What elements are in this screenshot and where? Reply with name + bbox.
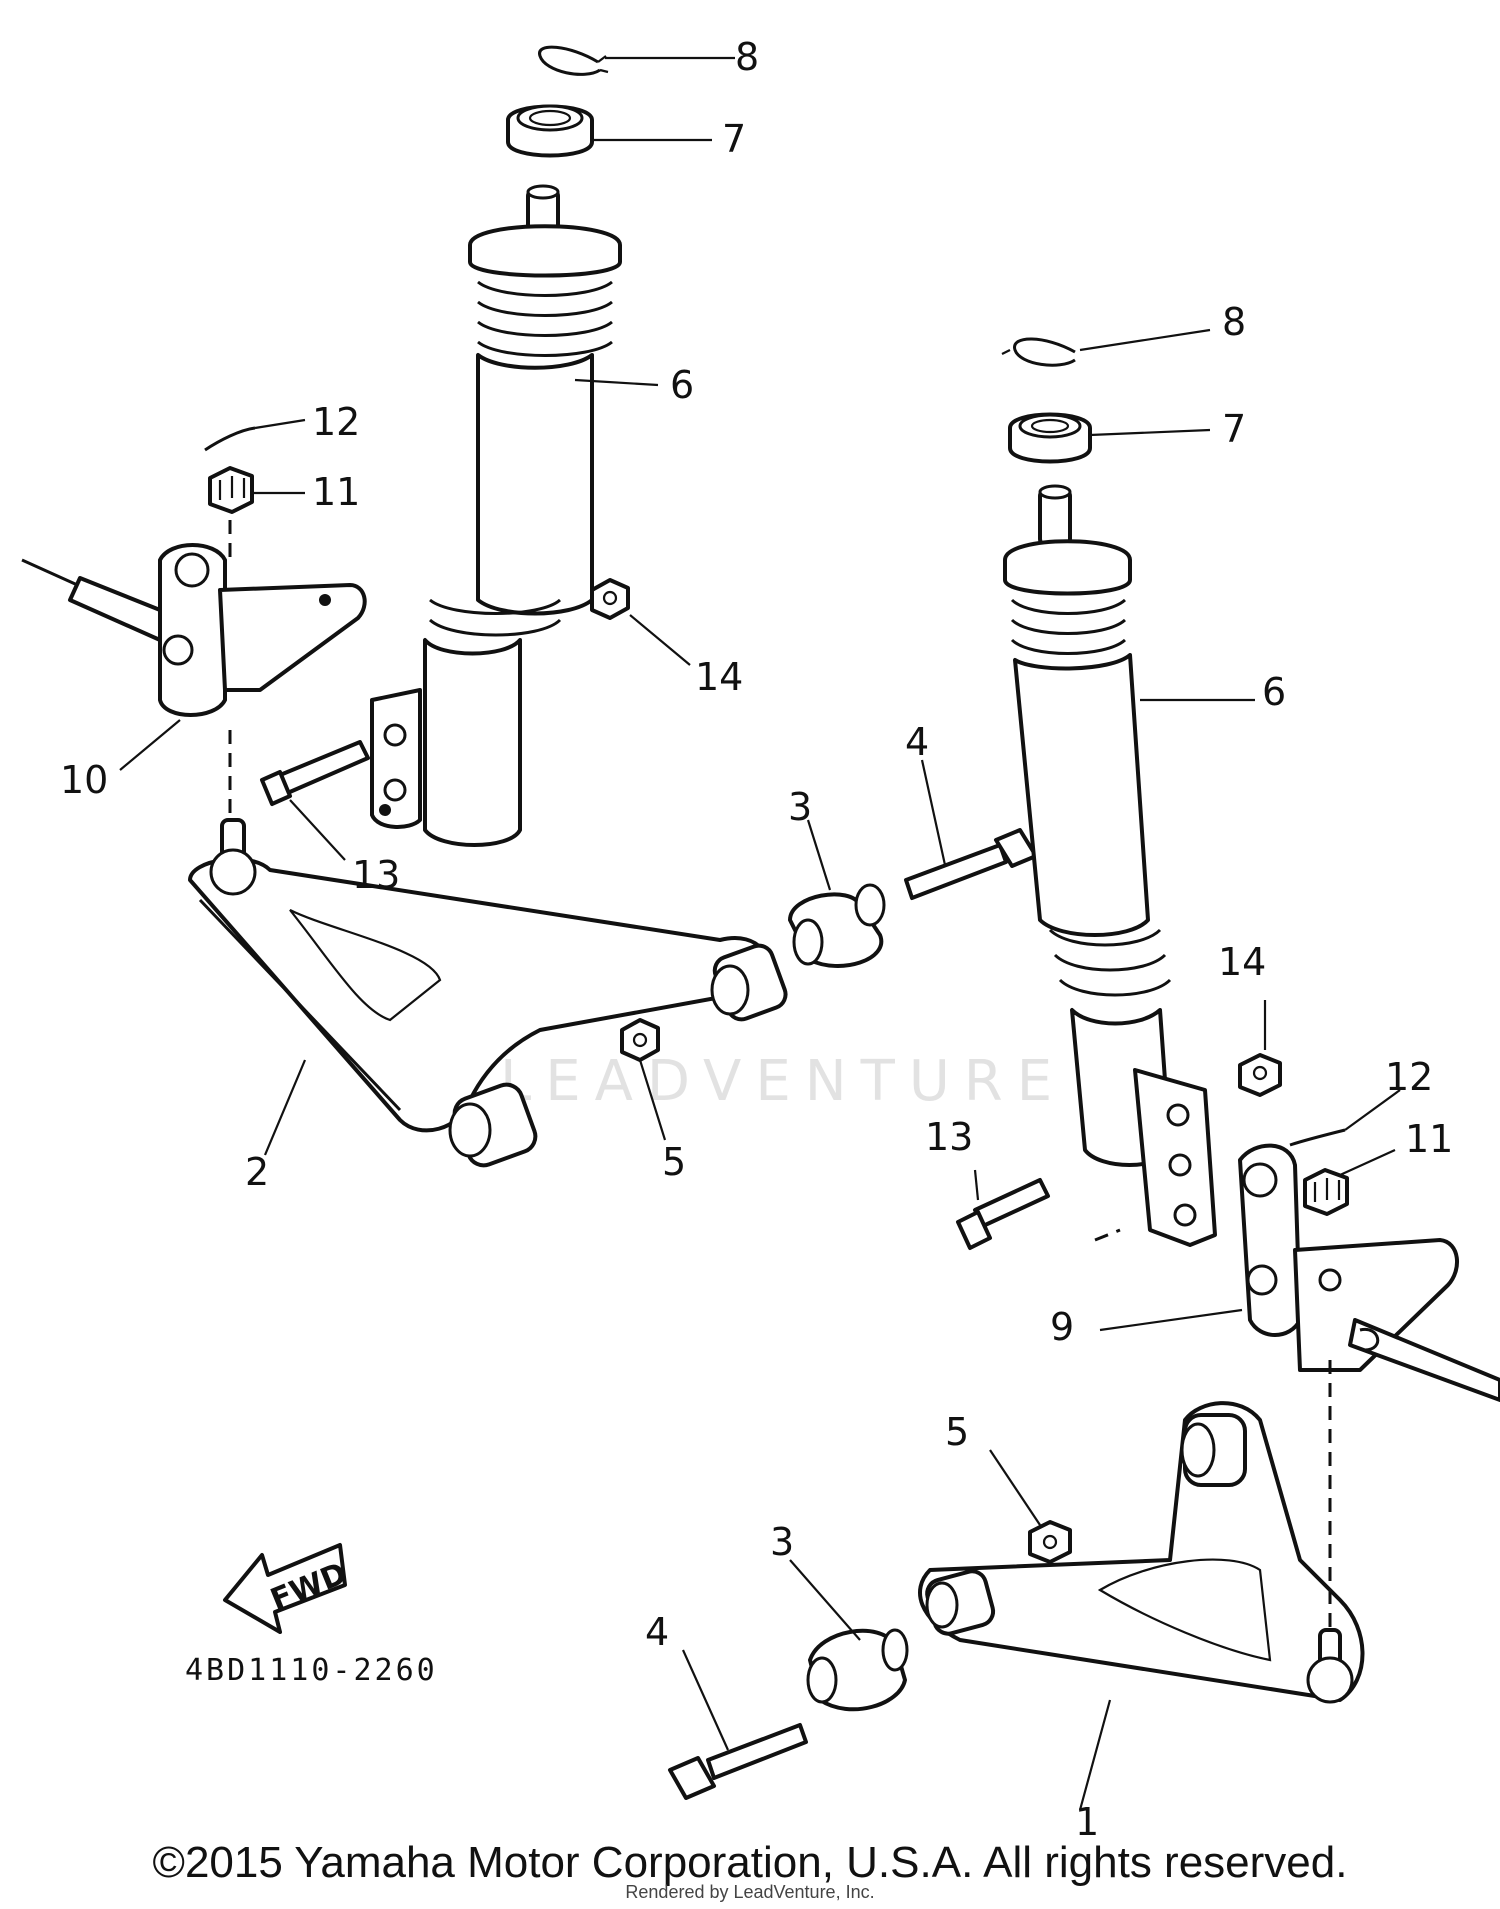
callout-11-left: 11	[312, 470, 360, 514]
rendered-by-credit: Rendered by LeadVenture, Inc.	[625, 1882, 875, 1902]
callout-8-right: 8	[1222, 300, 1246, 344]
nut-right	[1238, 1053, 1282, 1097]
callout-7-right: 7	[1222, 407, 1246, 451]
leader-14a	[629, 614, 691, 666]
leader-3b	[789, 1559, 861, 1641]
leader-9	[1099, 1308, 1243, 1332]
leader-4b	[681, 1649, 730, 1751]
leader-5a	[638, 1059, 667, 1141]
leader-13b	[973, 1169, 980, 1201]
watermark-text: LEADVENTURE	[500, 1049, 1066, 1114]
bolt-left	[260, 740, 370, 806]
bushing-left	[788, 883, 886, 968]
part-code: 4BD1110-2260	[185, 1653, 438, 1688]
leader-11b	[1339, 1148, 1396, 1177]
nut-lower-left	[620, 1018, 660, 1062]
leader-13a	[289, 799, 346, 861]
nut-left	[590, 578, 630, 620]
callout-12-left: 12	[312, 400, 360, 444]
callout-10: 10	[60, 758, 108, 802]
spring-seat-left	[506, 104, 594, 158]
leader-12b	[1344, 1089, 1401, 1131]
callout-7-left: 7	[722, 117, 746, 161]
bolt-right	[956, 1178, 1050, 1250]
callout-1: 1	[1075, 1800, 1099, 1844]
callout-2: 2	[245, 1150, 269, 1194]
callout-4-right: 4	[645, 1610, 669, 1654]
steering-knuckle-right	[1238, 1143, 1500, 1402]
callout-8-left: 8	[735, 35, 759, 79]
callout-6-right: 6	[1262, 670, 1286, 714]
leader-7b	[1089, 428, 1211, 437]
callout-3-right: 3	[770, 1520, 794, 1564]
long-bolt-right	[668, 1723, 808, 1800]
leader-4a	[920, 759, 947, 866]
copyright-notice: ©2015 Yamaha Motor Corporation, U.S.A. A…	[152, 1838, 1348, 1887]
nut-lower-right	[1028, 1520, 1072, 1564]
callout-12-right: 12	[1385, 1055, 1433, 1099]
cotter-pin-right	[1289, 1128, 1346, 1147]
callout-11-right: 11	[1405, 1117, 1453, 1161]
leader-5b	[989, 1449, 1041, 1526]
circlip-right	[1001, 337, 1076, 367]
spring-seat-right	[1008, 412, 1092, 464]
lower-arm-right	[918, 1401, 1365, 1704]
callout-14-right: 14	[1218, 940, 1266, 984]
long-bolt-left	[904, 828, 1038, 900]
cotter-pin-left	[204, 426, 256, 452]
leader-2	[263, 1059, 307, 1156]
callout-4-left: 4	[905, 720, 929, 764]
callout-13-left: 13	[352, 853, 400, 897]
circlip-left	[538, 45, 609, 76]
steering-knuckle-left	[21, 543, 367, 717]
leader-3a	[806, 819, 832, 891]
shock-absorber-right	[1003, 484, 1217, 1247]
callout-14-left: 14	[695, 655, 743, 699]
callout-5-right: 5	[945, 1410, 969, 1454]
leader-8b	[1079, 328, 1211, 352]
callout-5-left: 5	[662, 1140, 686, 1184]
fwd-arrow-icon: FWD	[223, 1543, 352, 1634]
bushing-right	[806, 1628, 909, 1712]
callout-3-left: 3	[788, 785, 812, 829]
callout-6-left: 6	[670, 363, 694, 407]
castle-nut-right	[1303, 1168, 1349, 1216]
leader-6a	[574, 378, 659, 387]
leader-10	[119, 719, 181, 771]
leader-1	[1078, 1699, 1112, 1811]
shock-absorber-left	[370, 184, 622, 847]
callout-9: 9	[1050, 1305, 1074, 1349]
castle-nut-left	[208, 466, 254, 514]
leader-12a	[254, 418, 306, 430]
callout-13-right: 13	[925, 1115, 973, 1159]
lower-arm-left	[188, 818, 788, 1168]
